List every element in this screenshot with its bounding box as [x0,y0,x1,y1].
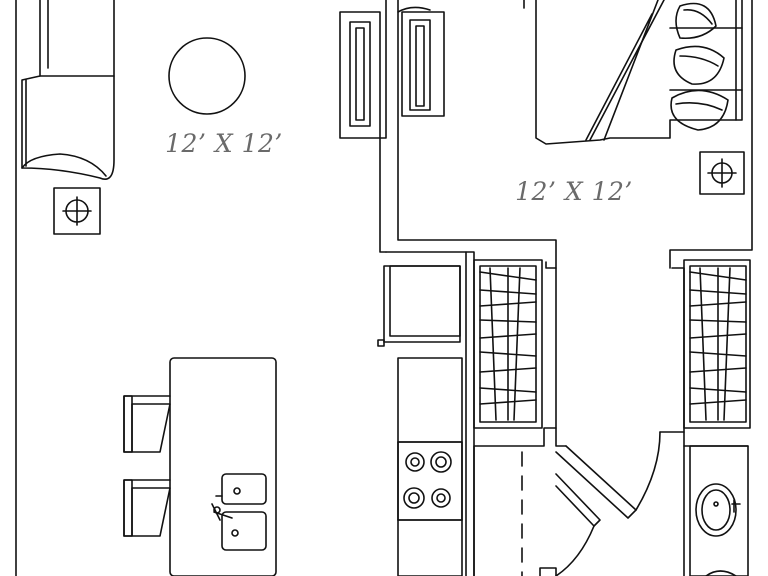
floor-outlet [699,151,745,195]
bar-stool [123,395,171,453]
bedroom-dimensions: 12’ X 12’ [515,177,633,206]
walls [15,0,753,576]
shelf-unit-left [339,11,381,139]
sofa [21,0,115,180]
bar-stool [123,479,171,537]
floor-outlet [53,187,101,235]
door-swing [397,6,431,13]
shelf-unit-right [401,11,445,117]
bed [535,0,743,145]
pillows [670,2,729,131]
refrigerator [377,265,461,347]
kitchen-island [169,357,277,576]
stove [397,441,463,521]
closet [683,259,751,429]
round-table [168,37,246,115]
door [521,431,661,576]
double-sink [211,473,267,551]
living-room-dimensions: 12’ X 12’ [165,129,283,158]
wardrobe [473,259,543,429]
bath-sink [689,445,749,576]
